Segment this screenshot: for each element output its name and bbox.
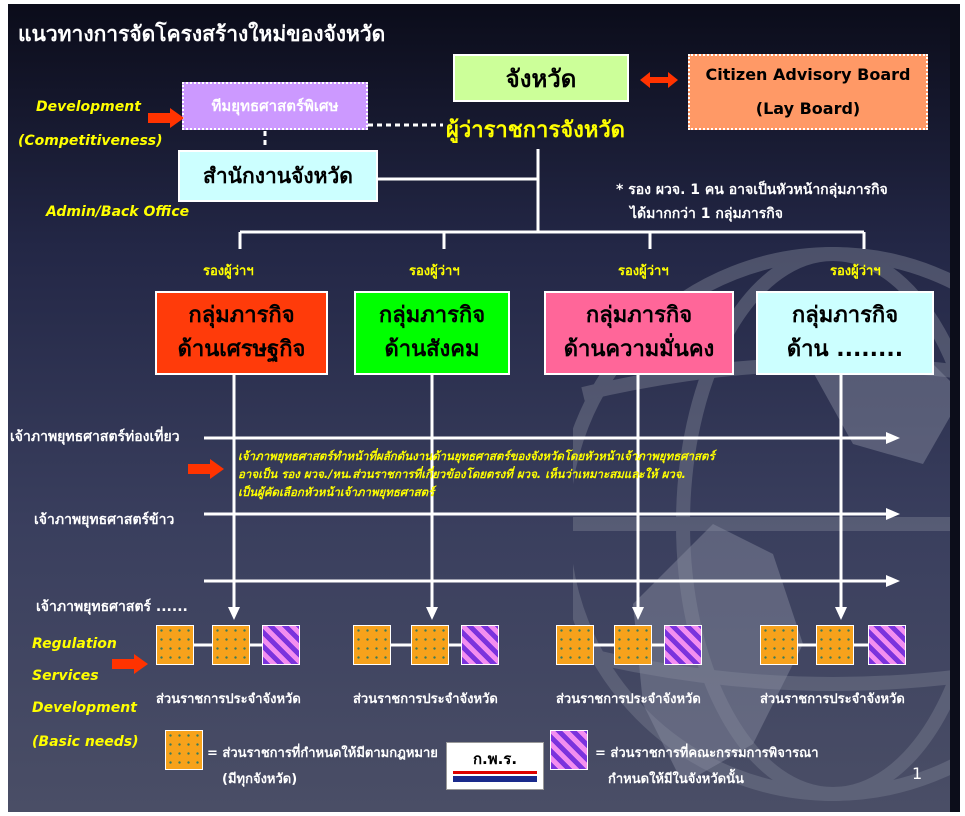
- legal-unit-square: [212, 625, 250, 665]
- citizen-board-line2: (Lay Board): [755, 99, 861, 118]
- provincial-unit-label-1: ส่วนราชการประจำจังหวัด: [156, 692, 301, 707]
- mission-group-line1: กลุ่มภารกิจ: [378, 303, 486, 328]
- governor-label: ผู้ว่าราชการจังหวัด: [446, 118, 625, 143]
- development-basic-label: Development: [32, 700, 137, 716]
- committee-unit-square: [868, 625, 906, 665]
- mission-group-security: กลุ่มภารกิจ ด้านความมั่นคง: [544, 291, 734, 375]
- citizen-board-line1: Citizen Advisory Board: [705, 65, 911, 84]
- deputy-note-line2: ได้มากกว่า 1 กลุ่มภารกิจ: [630, 206, 783, 222]
- slide: แนวทางการจัดโครงสร้างใหม่ของจังหวัด: [8, 4, 960, 812]
- legal-unit-square: [556, 625, 594, 665]
- deputy-label-4: รองผู้ว่าฯ: [830, 264, 881, 279]
- mission-group-line1: กลุ่มภารกิจ: [585, 303, 693, 328]
- page-number: 1: [912, 764, 923, 783]
- strategy-row-tourism: เจ้าภาพยุทธศาสตร์ท่องเที่ยว: [10, 429, 180, 445]
- committee-unit-square: [461, 625, 499, 665]
- provincial-unit-label-4: ส่วนราชการประจำจังหวัด: [760, 692, 905, 707]
- committee-unit-square: [664, 625, 702, 665]
- legal-unit-square: [411, 625, 449, 665]
- deputy-note-line1: * รอง ผวจ. 1 คน อาจเป็นหัวหน้ากลุ่มภารกิ…: [616, 182, 888, 198]
- strategy-row-other: เจ้าภาพยุทธศาสตร์ ......: [36, 599, 188, 615]
- mission-group-line1: กลุ่มภารกิจ: [188, 303, 295, 328]
- arrow-right-icon: [148, 108, 184, 128]
- deputy-label-1: รองผู้ว่าฯ: [203, 264, 254, 279]
- strategy-note-line3: เป็นผู้คัดเลือกหัวหน้าเจ้าภาพยุทธศาสตร์: [238, 485, 435, 499]
- mission-group-line2: ด้านสังคม: [384, 337, 480, 362]
- competitiveness-label: (Competitiveness): [18, 133, 163, 149]
- legend-committee-text: = ส่วนราชการที่คณะกรรมการพิจารณา: [595, 746, 819, 761]
- legal-unit-square: [353, 625, 391, 665]
- legend-committee-subtext: กำหนดให้มีในจังหวัดนั้น: [608, 772, 744, 787]
- arrow-right-icon: [112, 654, 148, 674]
- legend-committee-swatch: [550, 730, 588, 770]
- development-label: Development: [36, 99, 141, 115]
- special-team-box: ทีมยุทธศาสตร์พิเศษ: [182, 82, 368, 130]
- deputy-label-3: รองผู้ว่าฯ: [618, 264, 669, 279]
- regulation-label: Regulation: [32, 636, 117, 652]
- provincial-unit-label-2: ส่วนราชการประจำจังหวัด: [353, 692, 498, 707]
- strategy-note-line2: อาจเป็น รอง ผวจ./หน.ส่วนราชการที่เกี่ยวข…: [238, 467, 686, 481]
- mission-group-other: กลุ่มภารกิจ ด้าน ........: [756, 291, 934, 375]
- mission-group-line2: ด้านเศรษฐกิจ: [177, 337, 306, 362]
- services-label: Services: [32, 668, 99, 684]
- legend-legal-swatch: [165, 730, 203, 770]
- opdc-logo: ก.พ.ร.: [446, 742, 544, 790]
- legal-unit-square: [760, 625, 798, 665]
- basic-needs-label: (Basic needs): [32, 734, 139, 750]
- strategy-row-rice: เจ้าภาพยุทธศาสตร์ข้าว: [34, 512, 175, 528]
- legend-legal-subtext: (มีทุกจังหวัด): [222, 772, 298, 787]
- deputy-label-2: รองผู้ว่าฯ: [409, 264, 460, 279]
- org-connectors: [194, 123, 904, 647]
- legal-unit-square: [614, 625, 652, 665]
- citizen-advisory-board: Citizen Advisory Board (Lay Board): [688, 54, 928, 130]
- committee-unit-square: [262, 625, 300, 665]
- legal-unit-square: [816, 625, 854, 665]
- mission-group-society: กลุ่มภารกิจ ด้านสังคม: [354, 291, 510, 375]
- legend-legal-text: = ส่วนราชการที่กำหนดให้มีตามกฎหมาย: [207, 746, 438, 761]
- strategy-note-line1: เจ้าภาพยุทธศาสตร์ทำหน้าที่ผลักดันงานด้าน…: [238, 449, 715, 463]
- admin-back-office-label: Admin/Back Office: [46, 204, 190, 220]
- mission-group-line2: ด้าน ........: [786, 337, 904, 362]
- mission-group-line2: ด้านความมั่นคง: [563, 337, 715, 362]
- legal-unit-square: [156, 625, 194, 665]
- provincial-unit-label-3: ส่วนราชการประจำจังหวัด: [556, 692, 701, 707]
- slide-title: แนวทางการจัดโครงสร้างใหม่ของจังหวัด: [18, 22, 386, 46]
- provincial-office-box: สำนักงานจังหวัด: [178, 150, 378, 202]
- arrow-right-icon: [188, 459, 224, 479]
- double-arrow-icon: [640, 72, 678, 88]
- mission-group-economy: กลุ่มภารกิจ ด้านเศรษฐกิจ: [155, 291, 328, 375]
- mission-group-line1: กลุ่มภารกิจ: [791, 303, 899, 328]
- province-box: จังหวัด: [453, 54, 629, 102]
- opdc-logo-text: ก.พ.ร.: [472, 750, 518, 768]
